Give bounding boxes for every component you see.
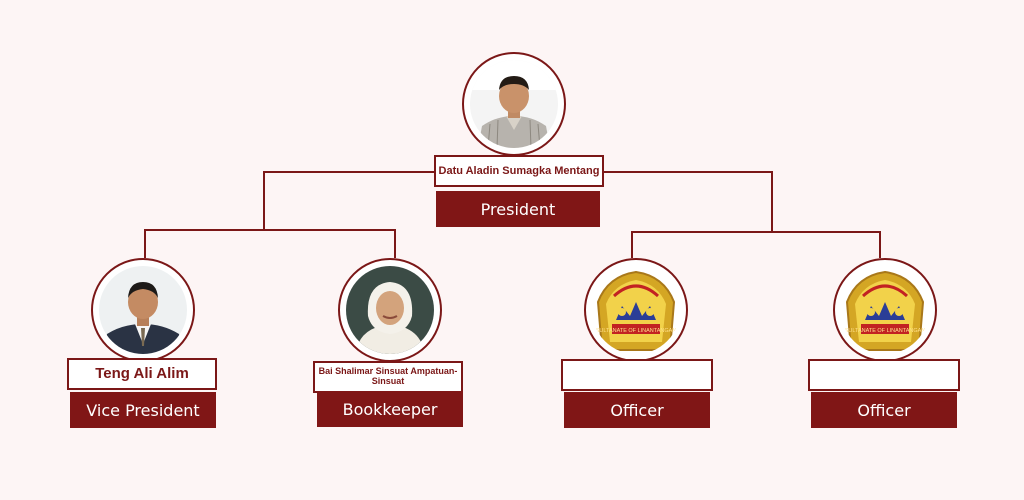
officer-2-role: Officer <box>857 400 911 420</box>
president-role: President <box>480 199 556 219</box>
bookkeeper-photo <box>338 258 442 362</box>
vice-president-photo <box>91 258 195 362</box>
president-photo <box>462 52 566 156</box>
bookkeeper-role-box: Bookkeeper <box>317 391 463 427</box>
officer-1-name-box <box>561 359 713 391</box>
vice-president-role: Vice President <box>86 400 200 420</box>
vice-president-name-box: Teng Ali Alim <box>67 358 217 390</box>
connector-president-right <box>604 171 773 258</box>
officer-2-photo: SULTANATE OF LINANTANGAN <box>833 258 937 362</box>
president-role-box: President <box>436 191 600 227</box>
sultanate-crest-icon: SULTANATE OF LINANTANGAN <box>845 270 926 351</box>
president-name: Datu Aladin Sumagka Mentang <box>438 164 600 177</box>
bookkeeper-name: Bai Shalimar Sinsuat Ampatuan-Sinsuat <box>318 366 458 386</box>
bookkeeper-role: Bookkeeper <box>342 399 438 419</box>
president-name-box: Datu Aladin Sumagka Mentang <box>434 155 604 187</box>
man-portrait-striped-shirt-icon <box>470 60 558 148</box>
svg-text:SULTANATE OF LINANTANGAN: SULTANATE OF LINANTANGAN <box>845 328 926 334</box>
sultanate-crest-icon: SULTANATE OF LINANTANGAN <box>596 270 677 351</box>
connector-right-right-branch <box>772 231 881 258</box>
vice-president-role-box: Vice President <box>70 392 216 428</box>
man-portrait-suit-icon <box>99 266 187 354</box>
vice-president-name: Teng Ali Alim <box>95 364 189 382</box>
officer-1-role: Officer <box>610 400 664 420</box>
officer-2-role-box: Officer <box>811 392 957 428</box>
woman-portrait-hijab-icon <box>346 266 434 354</box>
officer-1-photo: SULTANATE OF LINANTANGAN <box>584 258 688 362</box>
bookkeeper-name-box: Bai Shalimar Sinsuat Ampatuan-Sinsuat <box>313 361 463 393</box>
svg-text:SULTANATE OF LINANTANGAN: SULTANATE OF LINANTANGAN <box>596 328 677 334</box>
connector-president-left <box>144 171 434 258</box>
officer-2-name-box <box>808 359 960 391</box>
connector-left-right-branch <box>264 229 396 258</box>
officer-1-role-box: Officer <box>564 392 710 428</box>
